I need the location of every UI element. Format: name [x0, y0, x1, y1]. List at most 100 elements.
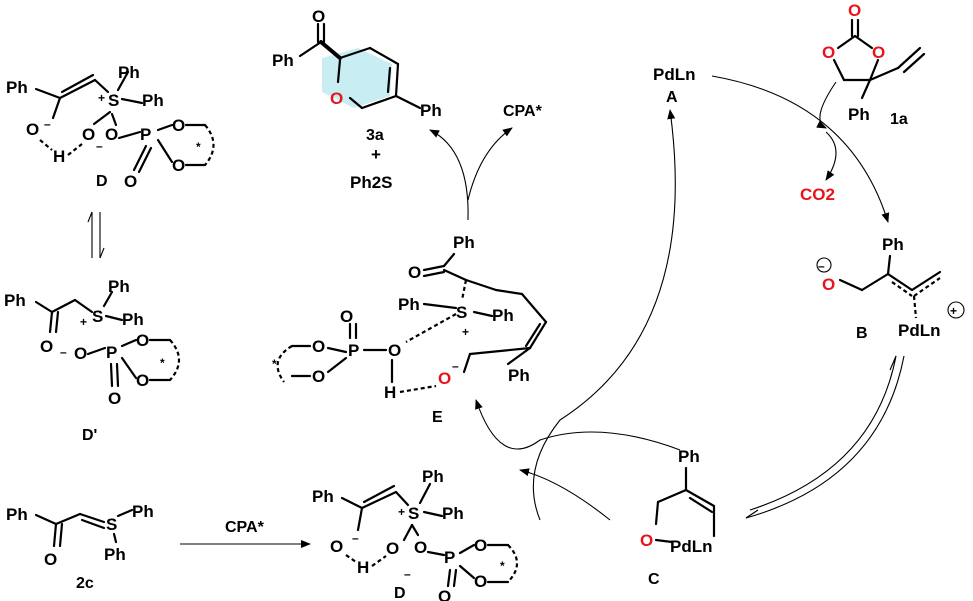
label-2c: 2c: [76, 575, 94, 592]
reagent-cpa-bottom: CPA*: [225, 519, 265, 536]
structure-d-top: Ph + S Ph Ph O – H O O P O O O – * D: [6, 63, 215, 191]
ylide-2c: Ph O S Ph Ph 2c: [6, 502, 154, 592]
svg-text:Ph: Ph: [132, 502, 154, 521]
label-d-top: D: [96, 173, 108, 190]
arrow-co2-out: [825, 131, 837, 181]
svg-text:H: H: [357, 558, 369, 577]
svg-text:O: O: [340, 307, 353, 326]
svg-text:P: P: [140, 125, 151, 144]
label-d-bottom: D: [394, 585, 406, 601]
label-d-prime: D': [82, 427, 97, 444]
svg-text:Ph: Ph: [6, 505, 28, 524]
svg-text:–: –: [352, 531, 359, 545]
catalyst-pdln: PdLn: [653, 65, 696, 84]
svg-text:P: P: [444, 548, 455, 567]
svg-text:O: O: [640, 531, 653, 550]
svg-text:O: O: [438, 369, 451, 388]
structure-d-bottom: Ph + S Ph Ph O – H O O P O O O – * D: [312, 467, 519, 601]
arrow-to-a: [532, 109, 676, 521]
svg-text:O: O: [408, 263, 421, 282]
svg-text:O: O: [312, 7, 325, 26]
intermediate-c: Ph O PdLn C: [640, 447, 716, 588]
svg-text:O: O: [124, 172, 137, 191]
svg-text:Ph: Ph: [272, 51, 294, 70]
svg-text:–: –: [818, 259, 825, 273]
svg-text:+: +: [462, 325, 469, 339]
svg-text:O: O: [848, 1, 861, 20]
svg-text:S: S: [92, 307, 103, 326]
label-1a: 1a: [890, 111, 908, 128]
svg-text:S: S: [106, 515, 117, 534]
arrow-1a-in: [816, 81, 837, 129]
svg-text:O: O: [822, 43, 835, 62]
structure-d-prime: Ph O + S Ph Ph – O P O O O * D': [4, 277, 181, 444]
svg-text:Ph: Ph: [848, 105, 870, 124]
svg-text:Ph: Ph: [492, 306, 514, 325]
svg-text:O: O: [872, 43, 885, 62]
svg-text:O: O: [136, 331, 149, 350]
label-e: E: [432, 409, 443, 426]
svg-text:O: O: [330, 537, 343, 556]
equilibrium-arrow-d-dprime: [87, 211, 105, 259]
byproduct-ph2s: Ph2S: [350, 173, 393, 192]
svg-text:Ph: Ph: [104, 545, 126, 564]
svg-text:O: O: [386, 539, 399, 558]
svg-text:Ph: Ph: [453, 233, 475, 252]
substrate-1a: O O O Ph 1a: [822, 1, 926, 128]
svg-text:+: +: [398, 505, 405, 519]
svg-text:O: O: [312, 367, 325, 386]
svg-text:O: O: [108, 389, 121, 408]
svg-text:O: O: [312, 337, 325, 356]
label-b: B: [856, 325, 868, 342]
svg-text:*: *: [160, 356, 165, 370]
svg-text:–: –: [404, 567, 411, 581]
co2-byproduct: CO2: [800, 185, 835, 204]
svg-text:H: H: [53, 147, 65, 166]
svg-text:P: P: [106, 343, 117, 362]
svg-text:O: O: [438, 587, 451, 601]
svg-text:O: O: [822, 275, 835, 294]
label-3a: 3a: [366, 127, 384, 144]
arrow-d-to-cycle: [519, 468, 611, 521]
svg-text:O: O: [26, 120, 39, 139]
plus-sign: +: [371, 145, 381, 164]
svg-text:Ph: Ph: [312, 487, 334, 506]
svg-text:+: +: [80, 315, 87, 329]
svg-text:Ph: Ph: [108, 277, 130, 296]
label-c: C: [648, 571, 660, 588]
svg-text:Ph: Ph: [508, 366, 530, 385]
intermediate-e: Ph O Ph O – S + Ph Ph O P O O O: [272, 233, 548, 426]
pdln-a: PdLn A: [653, 65, 696, 106]
svg-text:Ph: Ph: [4, 291, 26, 310]
arrow-e-to-cpa: [467, 127, 513, 201]
svg-text:O: O: [136, 371, 149, 390]
svg-text:S: S: [108, 91, 119, 110]
svg-text:PdLn: PdLn: [898, 321, 941, 340]
svg-text:H: H: [384, 383, 396, 402]
svg-text:Ph: Ph: [442, 504, 464, 523]
svg-text:Ph: Ph: [122, 310, 144, 329]
svg-text:O: O: [40, 337, 53, 356]
svg-text:O: O: [330, 89, 343, 108]
svg-text:O: O: [474, 536, 487, 555]
intermediate-b: Ph O – PdLn + B: [816, 235, 965, 342]
svg-text:S: S: [456, 303, 467, 322]
svg-text:*: *: [500, 559, 505, 573]
svg-text:+: +: [98, 91, 105, 105]
svg-text:Ph: Ph: [420, 101, 442, 120]
svg-text:O: O: [172, 116, 185, 135]
svg-text:*: *: [272, 357, 277, 371]
reagent-cpa-top: CPA*: [503, 103, 543, 120]
svg-text:+: +: [950, 304, 957, 318]
svg-text:–: –: [44, 117, 51, 131]
svg-text:Ph: Ph: [6, 78, 28, 97]
svg-text:O: O: [474, 572, 487, 591]
svg-text:O: O: [74, 344, 87, 363]
product-3a: O Ph O Ph 3a + Ph2S: [272, 7, 442, 192]
svg-text:Ph: Ph: [142, 91, 164, 110]
svg-text:S: S: [408, 504, 419, 523]
arrow-c-to-e: [475, 399, 681, 451]
svg-text:P: P: [348, 341, 359, 360]
svg-text:Ph: Ph: [678, 447, 700, 466]
svg-text:Ph: Ph: [422, 467, 444, 486]
